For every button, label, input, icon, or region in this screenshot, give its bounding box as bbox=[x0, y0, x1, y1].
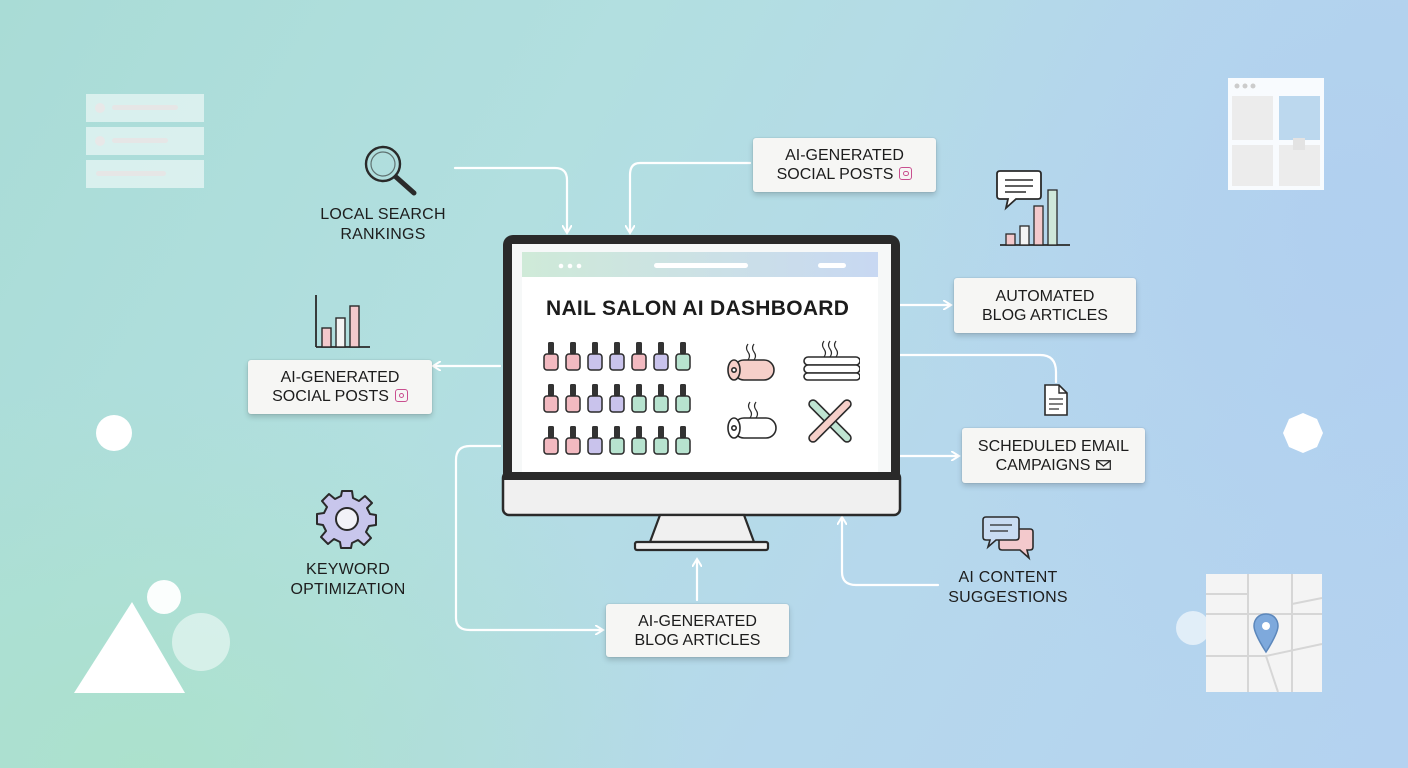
spa-supplies bbox=[727, 340, 860, 443]
towel-roll-icon bbox=[727, 401, 777, 439]
label-content-line1: AI CONTENT bbox=[958, 569, 1058, 586]
label-keyword-optimization: KEYWORD OPTIMIZATION bbox=[270, 560, 426, 600]
nail-polish-grid bbox=[543, 342, 691, 455]
instagram-icon bbox=[394, 389, 408, 402]
nail-polish-bottle-icon bbox=[587, 342, 603, 371]
card-automated-blog-line2: BLOG ARTICLES bbox=[982, 306, 1108, 324]
decorative-polygon-right bbox=[1283, 413, 1323, 453]
nail-polish-bottle-icon bbox=[587, 426, 603, 455]
label-content-line2: SUGGESTIONS bbox=[948, 589, 1068, 606]
bar-chart-icon bbox=[315, 295, 370, 348]
nail-polish-bottle-icon bbox=[565, 342, 581, 371]
label-keyword-line2: OPTIMIZATION bbox=[290, 581, 406, 598]
card-social-posts-left-line1: AI-GENERATED bbox=[280, 369, 400, 386]
nail-polish-bottle-icon bbox=[631, 342, 647, 371]
nail-polish-bottle-icon bbox=[543, 342, 559, 371]
card-blog-bottom-line2: BLOG ARTICLES bbox=[634, 631, 761, 649]
chat-bubble-icon bbox=[996, 170, 1070, 246]
nail-polish-bottle-icon bbox=[543, 384, 559, 413]
document-icon bbox=[1044, 384, 1068, 416]
nail-polish-bottle-icon bbox=[631, 426, 647, 455]
nail-polish-bottle-icon bbox=[631, 384, 647, 413]
nail-file-icon bbox=[808, 399, 852, 443]
card-blog-bottom: AI-GENERATED BLOG ARTICLES bbox=[606, 604, 789, 657]
label-local-search-line2: RANKINGS bbox=[340, 226, 426, 243]
nail-polish-bottle-icon bbox=[653, 426, 669, 455]
folded-towel-icon bbox=[803, 340, 860, 381]
label-local-search-line1: LOCAL SEARCH bbox=[320, 206, 446, 223]
card-scheduled-email: SCHEDULED EMAIL CAMPAIGNS bbox=[962, 428, 1145, 483]
gear-icon bbox=[316, 490, 377, 549]
card-blog-bottom-line1: AI-GENERATED bbox=[638, 612, 757, 630]
label-keyword-line1: KEYWORD bbox=[305, 561, 391, 578]
nail-polish-bottle-icon bbox=[609, 426, 625, 455]
label-local-search: LOCAL SEARCH RANKINGS bbox=[302, 205, 464, 245]
card-social-posts-left: AI-GENERATED SOCIAL POSTS bbox=[248, 360, 432, 414]
card-social-posts-top-line1: AI-GENERATED bbox=[785, 147, 904, 164]
label-content-suggestions: AI CONTENT SUGGESTIONS bbox=[930, 568, 1086, 608]
nail-polish-bottle-icon bbox=[675, 384, 691, 413]
map-pin-icon bbox=[1206, 574, 1323, 693]
card-automated-blog: AUTOMATED BLOG ARTICLES bbox=[954, 278, 1136, 333]
chat-bubbles-icon bbox=[982, 516, 1034, 561]
card-social-posts-top-line2: SOCIAL POSTS bbox=[776, 166, 894, 183]
nail-polish-bottle-icon bbox=[609, 384, 625, 413]
decorative-shapes-left bbox=[74, 580, 230, 693]
card-automated-blog-line1: AUTOMATED bbox=[995, 287, 1095, 305]
nail-polish-bottle-icon bbox=[653, 342, 669, 371]
nail-polish-bottle-icon bbox=[543, 426, 559, 455]
nail-polish-bottle-icon bbox=[675, 342, 691, 371]
decorative-circle-right bbox=[1176, 611, 1210, 645]
card-scheduled-email-line2: CAMPAIGNS bbox=[995, 456, 1091, 474]
mail-icon bbox=[1096, 459, 1112, 470]
list-widget-icon bbox=[86, 94, 204, 188]
instagram-icon bbox=[899, 167, 913, 180]
browser-window-icon bbox=[1228, 78, 1324, 190]
nail-polish-bottle-icon bbox=[565, 426, 581, 455]
towel-roll-icon bbox=[727, 343, 775, 381]
dashboard-title: NAIL SALON AI DASHBOARD bbox=[546, 297, 850, 320]
nail-polish-bottle-icon bbox=[653, 384, 669, 413]
nail-polish-bottle-icon bbox=[565, 384, 581, 413]
decorative-circle-left bbox=[96, 415, 132, 451]
nail-polish-bottle-icon bbox=[675, 426, 691, 455]
card-social-posts-left-line2: SOCIAL POSTS bbox=[272, 388, 389, 405]
magnifier-icon bbox=[364, 145, 417, 196]
nail-polish-bottle-icon bbox=[609, 342, 625, 371]
card-scheduled-email-line1: SCHEDULED EMAIL bbox=[977, 437, 1130, 455]
nail-polish-bottle-icon bbox=[587, 384, 603, 413]
card-social-posts-top: AI-GENERATED SOCIAL POSTS bbox=[753, 138, 936, 192]
